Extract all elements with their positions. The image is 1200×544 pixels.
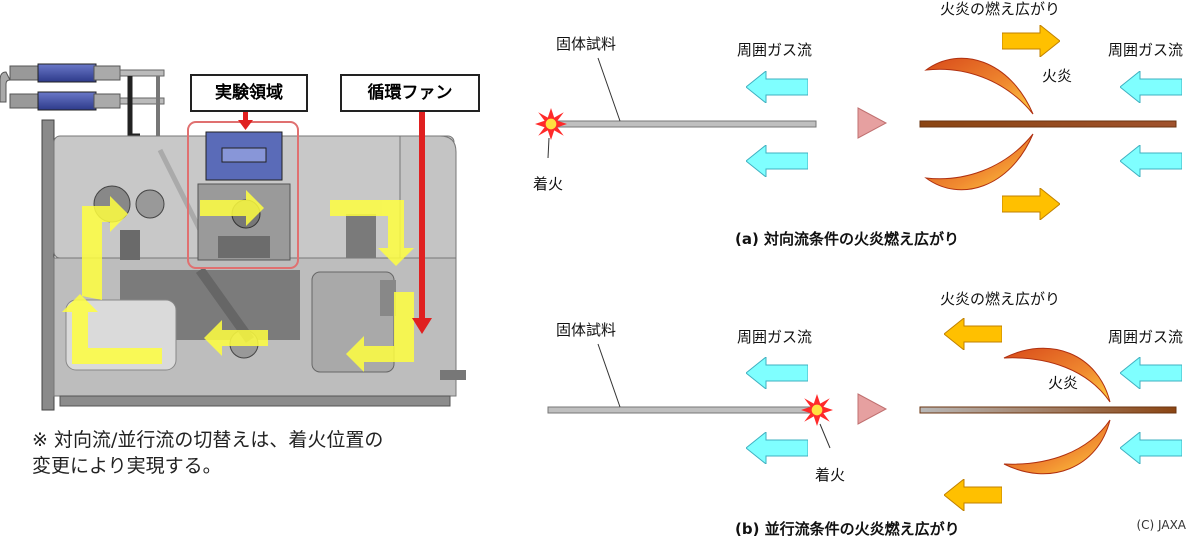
transition-arrow-b [857,393,888,425]
ignition-label-b: 着火 [815,466,846,484]
gas-flow-arrow-a-top-right [1120,71,1182,103]
flame-label-b: 火炎 [1048,374,1079,392]
solid-sample-label-a: 固体試料 [556,35,617,53]
circulation-fan-label: 循環ファン [340,74,480,112]
gas-flow-arrow-a-bottom-right [1120,145,1182,177]
ambient-flow-label-a-right: 周囲ガス流 [1108,41,1184,59]
spread-arrow-b-bottom [944,479,1002,511]
solid-sample-label-b: 固体試料 [556,321,617,339]
ambient-flow-label-b-right: 周囲ガス流 [1108,328,1184,346]
experiment-region-pointer [238,112,253,130]
caption-a: (a) 対向流条件の火炎燃え広がり [735,230,960,248]
ignition-spark-b [801,394,833,426]
sample-leader-b [597,343,621,408]
burnt-sample-b [919,406,1177,414]
caption-b: (b) 並行流条件の火炎燃え広がり [735,520,960,538]
chamber-body [41,119,466,411]
solid-sample-a [551,120,817,128]
gas-flow-arrow-b-bottom-left [746,432,808,464]
transition-arrow-a [857,107,888,139]
ignition-leader-a [547,137,550,159]
experiment-region [187,121,299,269]
ambient-flow-label-b-left: 周囲ガス流 [737,328,813,346]
ambient-flow-label-a-left: 周囲ガス流 [737,41,813,59]
flame-spread-label-a: 火炎の燃え広がり [940,0,1061,18]
experiment-region-label: 実験領域 [190,74,308,112]
switching-note: ※ 対向流/並行流の切替えは、着火位置の 変更により実現する。 [32,429,384,477]
flame-label-a: 火炎 [1042,67,1073,85]
gas-flow-arrow-b-top-right [1120,357,1182,389]
gas-flow-arrow-b-top-left [746,357,808,389]
gas-flow-arrow-a-bottom-left [746,145,808,177]
sample-leader-a [597,57,621,122]
panel-b [547,318,1182,511]
spread-arrow-a-top [1002,25,1060,57]
flame-a-lower [924,133,1034,191]
spread-arrow-a-bottom [1002,188,1060,220]
flame-b-upper [1003,347,1111,403]
flame-b-lower [1003,419,1111,475]
solid-sample-b [547,406,817,414]
fan-arrow [412,112,432,334]
ignition-spark-a [535,108,567,140]
flame-spread-label-b: 火炎の燃え広がり [940,290,1061,308]
spread-arrow-b-top [944,318,1002,350]
circulation-flow-arrows [62,190,414,372]
burnt-sample-a [919,120,1177,128]
apparatus-illustration [0,63,466,411]
flame-a-upper [924,57,1034,115]
gas-flow-arrow-a-top-left [746,71,808,103]
inlet-pipes [0,63,165,146]
panel-a [535,25,1182,220]
copyright-credit: (C) JAXA [1136,518,1186,532]
gas-flow-arrow-b-bottom-right [1120,432,1182,464]
ignition-label-a: 着火 [533,175,564,193]
flame-spread-schematics [535,25,1182,511]
ignition-leader-b [819,423,831,449]
